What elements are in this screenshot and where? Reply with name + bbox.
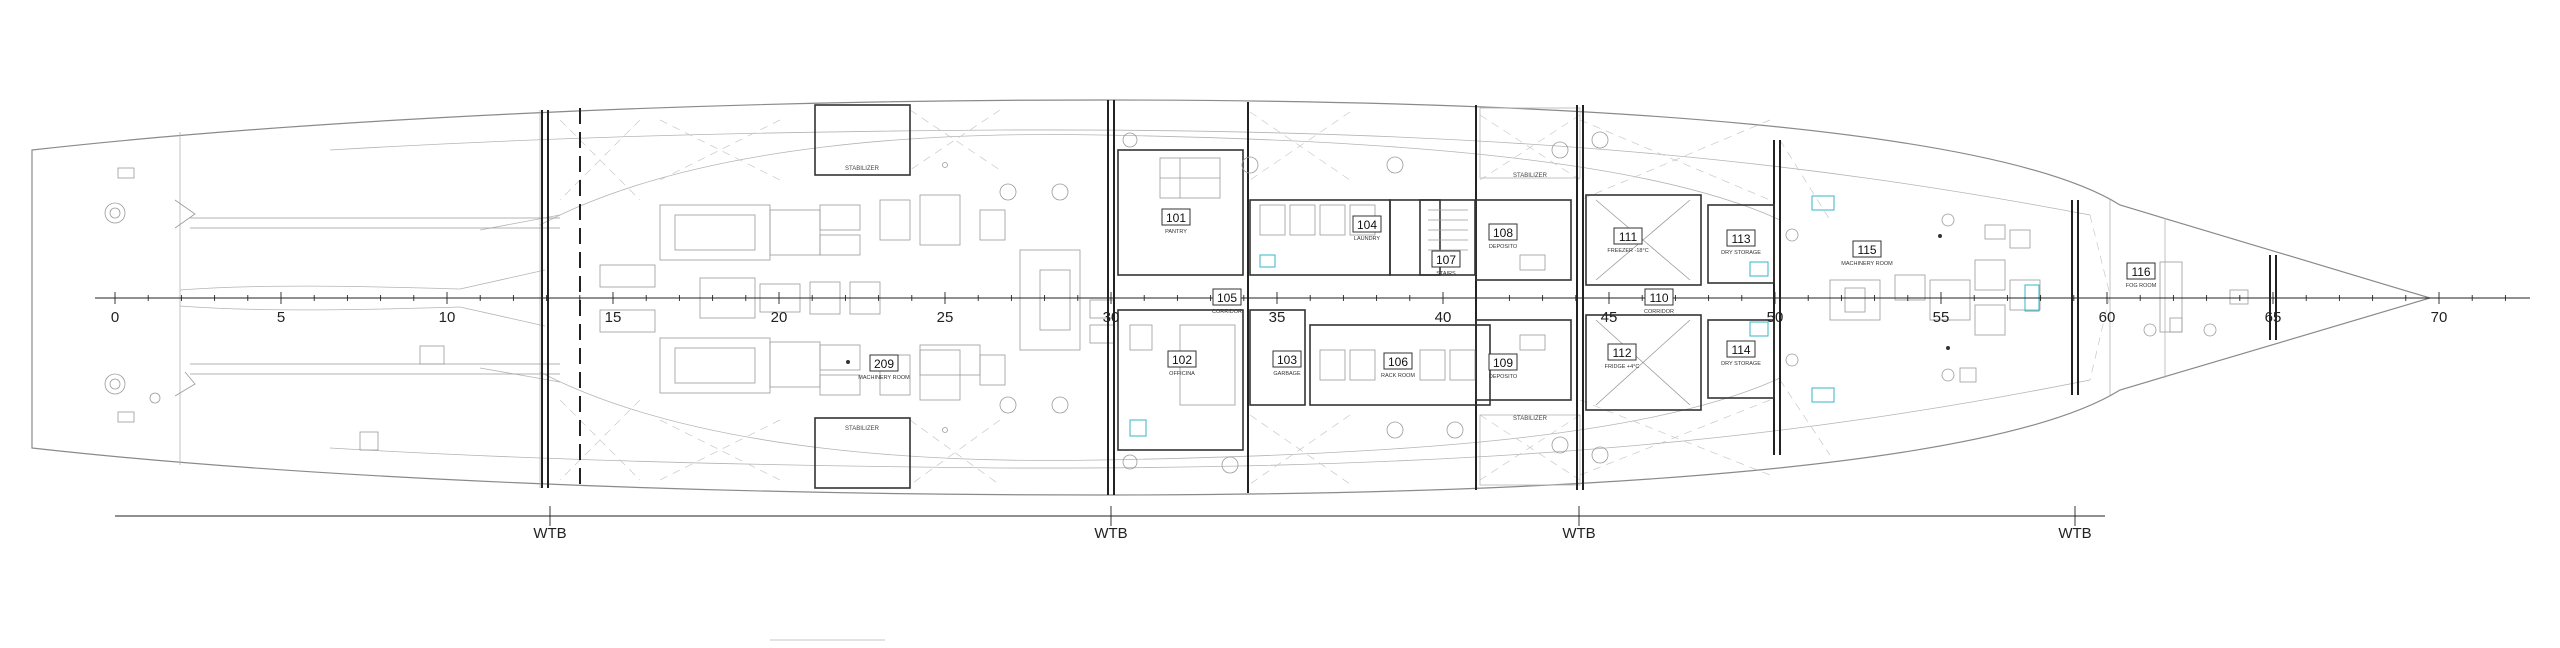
svg-text:FOG ROOM: FOG ROOM: [2126, 283, 2157, 289]
hull-section-lines: [179, 110, 2166, 488]
room-tag: 106 RACK ROOM: [1381, 352, 1415, 379]
svg-text:DRY STORAGE: DRY STORAGE: [1721, 361, 1761, 367]
svg-text:GARBAGE: GARBAGE: [1273, 371, 1301, 377]
room-tag: 107 STAIRS: [1431, 250, 1461, 277]
svg-text:PANTRY: PANTRY: [1165, 229, 1187, 235]
svg-text:FRIDGE +4°C: FRIDGE +4°C: [1605, 364, 1640, 370]
svg-text:106: 106: [1388, 355, 1408, 369]
inner-hull-line: [329, 379, 2091, 469]
svg-text:108: 108: [1493, 226, 1513, 240]
zone-label-stabilizer: STABILIZER: [845, 166, 880, 172]
frame-label: 40: [1435, 309, 1452, 326]
wtb-label: WTB: [533, 525, 566, 542]
frame-label: 60: [2099, 309, 2116, 326]
marker-dot: [1946, 346, 1950, 350]
tank-vents: [999, 131, 2217, 474]
svg-text:MACHINERY ROOM: MACHINERY ROOM: [858, 375, 910, 381]
frame-label: 5: [277, 309, 285, 326]
hull-outline: [31, 99, 2433, 496]
svg-text:109: 109: [1493, 356, 1513, 370]
wtb-markers: WTB WTB WTB WTB: [533, 506, 2092, 542]
room-tag: 116 FOG ROOM: [2126, 262, 2157, 289]
inner-ellipse: [539, 371, 1781, 461]
zone-label-stabilizer: STABILIZER: [845, 426, 880, 432]
svg-text:MACHINERY ROOM: MACHINERY ROOM: [1841, 261, 1893, 267]
svg-text:112: 112: [1612, 346, 1631, 360]
svg-text:STAIRS: STAIRS: [1436, 271, 1456, 277]
wtb-label: WTB: [2058, 525, 2091, 542]
room-tag: 209 MACHINERY ROOM: [858, 354, 910, 381]
frame-label: 45: [1601, 309, 1618, 326]
svg-text:102: 102: [1172, 353, 1192, 367]
room-tag: 108 DEPOSITO: [1488, 223, 1518, 250]
stabilizer-rooms: [814, 104, 1581, 489]
frame-label: 70: [2431, 309, 2448, 326]
svg-text:RACK ROOM: RACK ROOM: [1381, 373, 1415, 379]
svg-text:DEPOSITO: DEPOSITO: [1489, 244, 1518, 250]
svg-text:111: 111: [1619, 230, 1638, 244]
room-tag: 104 LAUNDRY: [1352, 215, 1382, 242]
inner-hull-line: [329, 129, 2091, 216]
svg-text:CORRIDOR: CORRIDOR: [1644, 309, 1674, 315]
svg-text:104: 104: [1357, 218, 1377, 232]
svg-text:105: 105: [1217, 291, 1237, 305]
room-tag: 105 CORRIDOR: [1212, 288, 1242, 315]
svg-text:DEPOSITO: DEPOSITO: [1489, 374, 1518, 380]
inner-ellipse: [539, 134, 1781, 226]
frame-label: 55: [1933, 309, 1950, 326]
svg-text:OFFICINA: OFFICINA: [1169, 371, 1195, 377]
propulsion: [104, 167, 560, 451]
keel-line: [179, 285, 461, 311]
marker-dot: [1938, 234, 1942, 238]
frame-ticks: [114, 292, 2506, 304]
svg-text:DRY STORAGE: DRY STORAGE: [1721, 250, 1761, 256]
tank-hatching: [559, 109, 2111, 486]
svg-text:113: 113: [1731, 232, 1750, 246]
room-tag: 103 GARBAGE: [1272, 350, 1302, 377]
room-tag: 110 CORRIDOR: [1644, 288, 1674, 315]
zone-label-stabilizer: STABILIZER: [1513, 416, 1548, 422]
svg-text:110: 110: [1649, 291, 1668, 305]
frame-label: 25: [937, 309, 954, 326]
room-tag: 102 OFFICINA: [1167, 350, 1197, 377]
room-tag: 115 MACHINERY ROOM: [1841, 240, 1893, 267]
svg-text:FREEZER -18°C: FREEZER -18°C: [1607, 248, 1648, 254]
room-tag: 112 FRIDGE +4°C: [1605, 343, 1640, 370]
frame-label: 0: [111, 309, 119, 326]
wtb-label: WTB: [1094, 525, 1127, 542]
frame-label: 65: [2265, 309, 2282, 326]
svg-text:115: 115: [1857, 243, 1876, 257]
room-walls: [1117, 149, 1775, 451]
room-tag: 113 DRY STORAGE: [1721, 229, 1761, 256]
frame-label: 30: [1103, 309, 1120, 326]
marker-dot: [846, 360, 850, 364]
svg-text:101: 101: [1166, 211, 1186, 225]
room-tag: 101 PANTRY: [1161, 208, 1191, 235]
frame-label: 15: [605, 309, 622, 326]
stern-wedge: [459, 269, 546, 327]
watertight-bulkheads: [541, 100, 2277, 495]
forward-machinery: [1811, 195, 2249, 403]
svg-text:209: 209: [874, 357, 894, 371]
svg-text:114: 114: [1731, 343, 1750, 357]
frame-label: 10: [439, 309, 456, 326]
frame-labels: 0 5 10 15 20 25 30 35 40 45 50 55 60 65 70: [111, 309, 2448, 326]
svg-text:LAUNDRY: LAUNDRY: [1354, 236, 1381, 242]
svg-text:103: 103: [1277, 353, 1297, 367]
svg-text:CORRIDOR: CORRIDOR: [1212, 309, 1242, 315]
stern-skeg: [479, 214, 561, 383]
svg-text:116: 116: [2131, 265, 2150, 279]
zone-label-stabilizer: STABILIZER: [1513, 173, 1548, 179]
frame-label: 50: [1767, 309, 1784, 326]
room-tag: 114 DRY STORAGE: [1721, 340, 1761, 367]
room-tag: 111 FREEZER -18°C: [1607, 227, 1649, 254]
room-tag: 109 DEPOSITO: [1488, 353, 1518, 380]
svg-text:107: 107: [1436, 253, 1456, 267]
frame-label: 20: [771, 309, 788, 326]
main-engines: [599, 194, 1115, 401]
frame-label: 35: [1269, 309, 1286, 326]
wtb-label: WTB: [1562, 525, 1595, 542]
